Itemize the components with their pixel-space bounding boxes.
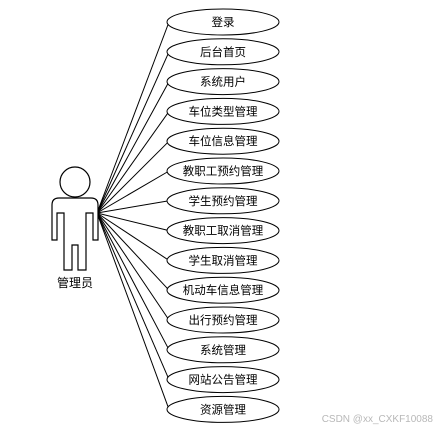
actor-head: [59, 166, 91, 198]
use-case-2: 后台首页: [166, 38, 280, 66]
actor-admin: 管理员: [51, 166, 99, 290]
use-case-ellipse: [166, 395, 280, 423]
use-case-list: 登录后台首页系统用户车位类型管理车位信息管理教职工预约管理学生预约管理教职工取消…: [166, 8, 280, 423]
use-case-9: 学生取消管理: [166, 246, 280, 274]
association-lines: [96, 21, 170, 410]
association-line: [96, 140, 170, 214]
watermark-text: CSDN @xx_CXKF10088: [321, 414, 433, 425]
use-case-ellipse: [166, 8, 280, 36]
use-case-label: 资源管理: [200, 402, 246, 416]
use-case-label: 网站公告管理: [189, 373, 258, 387]
association-line: [96, 212, 170, 410]
use-case-label: 后台首页: [200, 45, 246, 59]
use-case-ellipse: [166, 306, 280, 334]
use-case-5: 车位信息管理: [166, 127, 280, 155]
association-line: [96, 212, 170, 261]
association-line: [96, 200, 170, 214]
use-case-4: 车位类型管理: [166, 97, 280, 125]
use-case-ellipse: [166, 246, 280, 274]
use-case-label: 系统管理: [200, 343, 246, 357]
use-case-ellipse: [166, 127, 280, 155]
use-case-label: 学生取消管理: [189, 253, 258, 267]
association-line: [96, 212, 170, 351]
use-case-ellipse: [166, 276, 280, 304]
use-case-ellipse: [166, 217, 280, 245]
use-case-label: 学生预约管理: [189, 194, 258, 208]
use-case-label: 系统用户: [200, 75, 246, 89]
use-case-7: 学生预约管理: [166, 187, 280, 215]
actor-body: [51, 197, 99, 271]
use-case-10: 机动车信息管理: [166, 276, 280, 304]
use-case-6: 教职工预约管理: [166, 157, 280, 185]
use-case-ellipse: [166, 68, 280, 96]
association-line: [96, 111, 170, 214]
use-case-ellipse: [166, 157, 280, 185]
use-case-ellipse: [166, 97, 280, 125]
association-line: [96, 212, 170, 321]
use-case-label: 车位类型管理: [189, 104, 258, 118]
use-case-ellipse: [166, 336, 280, 364]
association-line: [96, 212, 170, 291]
use-case-ellipse: [166, 366, 280, 394]
use-case-ellipse: [166, 187, 280, 215]
use-case-label: 机动车信息管理: [183, 283, 264, 297]
use-case-label: 出行预约管理: [189, 313, 258, 327]
use-case-3: 系统用户: [166, 68, 280, 96]
use-case-13: 网站公告管理: [166, 366, 280, 394]
actor-label: 管理员: [57, 275, 93, 290]
association-line: [96, 81, 170, 214]
use-case-1: 登录: [166, 8, 280, 36]
association-line: [96, 212, 170, 380]
use-case-label: 车位信息管理: [189, 134, 258, 148]
use-case-label: 教职工预约管理: [183, 164, 264, 178]
association-line: [96, 51, 170, 214]
association-line: [96, 21, 170, 214]
association-line: [96, 212, 170, 232]
use-case-12: 系统管理: [166, 336, 280, 364]
association-line: [96, 170, 170, 214]
use-case-11: 出行预约管理: [166, 306, 280, 334]
use-case-8: 教职工取消管理: [166, 217, 280, 245]
use-case-label: 教职工取消管理: [183, 224, 264, 238]
use-case-ellipse: [166, 38, 280, 66]
use-case-label: 登录: [212, 15, 235, 29]
use-case-14: 资源管理: [166, 395, 280, 423]
